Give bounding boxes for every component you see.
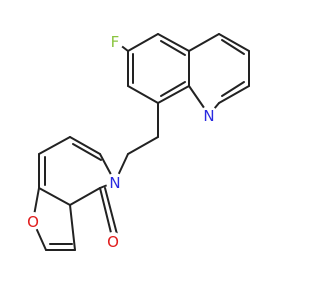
bond-10	[188, 33, 220, 52]
atom-label-furan-oxygen: O	[27, 213, 39, 231]
bond-9	[160, 81, 186, 97]
atom-label-layer: F N N O O	[24, 32, 218, 251]
bond-6	[127, 85, 159, 104]
bond-3	[157, 33, 190, 52]
bond-30	[99, 187, 114, 242]
bond-22	[69, 136, 101, 155]
bond-28	[72, 143, 102, 161]
atom-furan-oxygen: O	[24, 212, 42, 231]
bond-35	[69, 204, 76, 251]
atom-label-quinoline-nitrogen: N	[203, 107, 214, 125]
atom-label-carbonyl-oxygen: O	[107, 233, 119, 251]
bond-11	[218, 33, 250, 52]
bond-19	[127, 136, 159, 155]
bond-layer	[32, 33, 250, 251]
bond-2	[127, 33, 159, 52]
bond-5	[157, 85, 190, 104]
atom-fluorine: F	[106, 32, 124, 51]
atom-label-pyridinone-nitrogen: N	[109, 174, 120, 192]
bond-23	[38, 136, 71, 155]
bond-13	[218, 85, 250, 104]
bond-17	[221, 81, 245, 97]
atom-quinoline-nitrogen: N	[200, 106, 218, 125]
bond-8	[160, 40, 186, 56]
bond-31	[104, 187, 119, 239]
atom-carbonyl-oxygen: O	[104, 232, 122, 251]
atom-label-fluorine: F	[111, 33, 120, 51]
bond-26	[69, 187, 101, 206]
bond-25	[38, 187, 71, 206]
atom-pyridinone-nitrogen: N	[106, 173, 124, 192]
molecule-structure-diagram: F N N O O	[24, 32, 250, 251]
bond-16	[221, 39, 245, 55]
